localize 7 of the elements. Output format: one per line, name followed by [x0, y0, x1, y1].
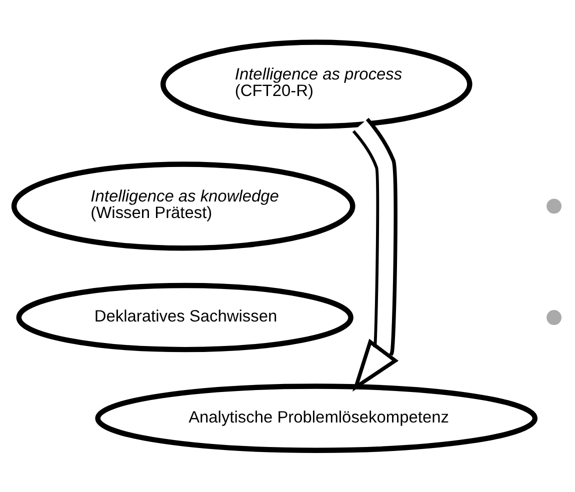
node-ellipse: Intelligence as process (CFT20-R) — [160, 40, 472, 129]
node-ellipse: Deklaratives Sachwissen — [16, 282, 354, 352]
node-circle — [546, 310, 562, 325]
node-ellipse: Intelligence as knowledge (Wissen Prätest) — [11, 162, 356, 251]
node-ellipse: Analytische Problemlösekompetenz — [95, 384, 538, 453]
arrow — [352, 118, 399, 392]
node-circle — [546, 198, 562, 214]
